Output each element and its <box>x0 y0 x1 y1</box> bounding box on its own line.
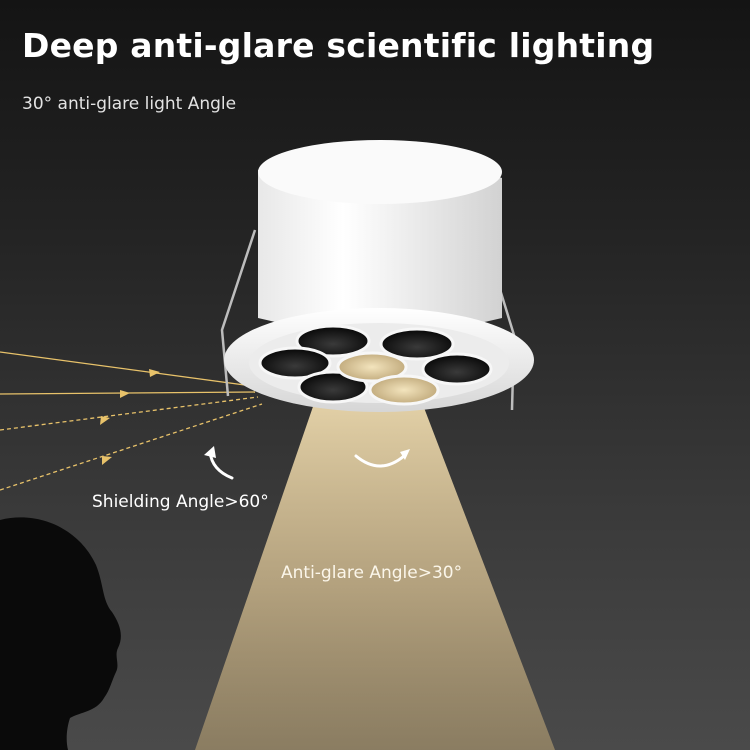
led-aperture-lit <box>336 351 408 383</box>
anti-glare-arc-head <box>400 449 410 460</box>
ray-arrow <box>149 369 160 377</box>
shielding-arc-head <box>204 446 216 458</box>
fixture-housing <box>258 155 502 333</box>
led-aperture <box>258 346 332 380</box>
led-aperture <box>421 352 493 386</box>
shielding-angle-label: Shielding Angle>60° <box>92 492 269 512</box>
led-aperture <box>295 324 371 358</box>
anti-glare-angle-label: Anti-glare Angle>30° <box>281 563 463 583</box>
ray-arrow <box>120 390 130 398</box>
headline: Deep anti-glare scientific lighting <box>22 26 655 65</box>
person-silhouette <box>0 517 121 750</box>
light-beam <box>195 392 555 750</box>
left-spring <box>220 229 257 397</box>
ray-arrow <box>102 456 112 465</box>
led-aperture <box>297 370 369 404</box>
ray-line <box>0 403 263 491</box>
led-aperture-lit <box>368 374 440 406</box>
glare-rays <box>0 351 263 491</box>
led-apertures <box>258 324 493 406</box>
housing-top <box>258 140 502 204</box>
ray-arrows <box>100 369 160 465</box>
ray-line <box>0 351 253 387</box>
led-aperture <box>379 327 455 361</box>
subheadline: 30° anti-glare light Angle <box>22 94 237 114</box>
ray-arrow <box>100 416 110 425</box>
ray-line <box>0 396 259 431</box>
downlight-fixture <box>224 140 534 412</box>
arc-heads <box>204 446 410 460</box>
anti-glare-arc <box>354 454 406 468</box>
